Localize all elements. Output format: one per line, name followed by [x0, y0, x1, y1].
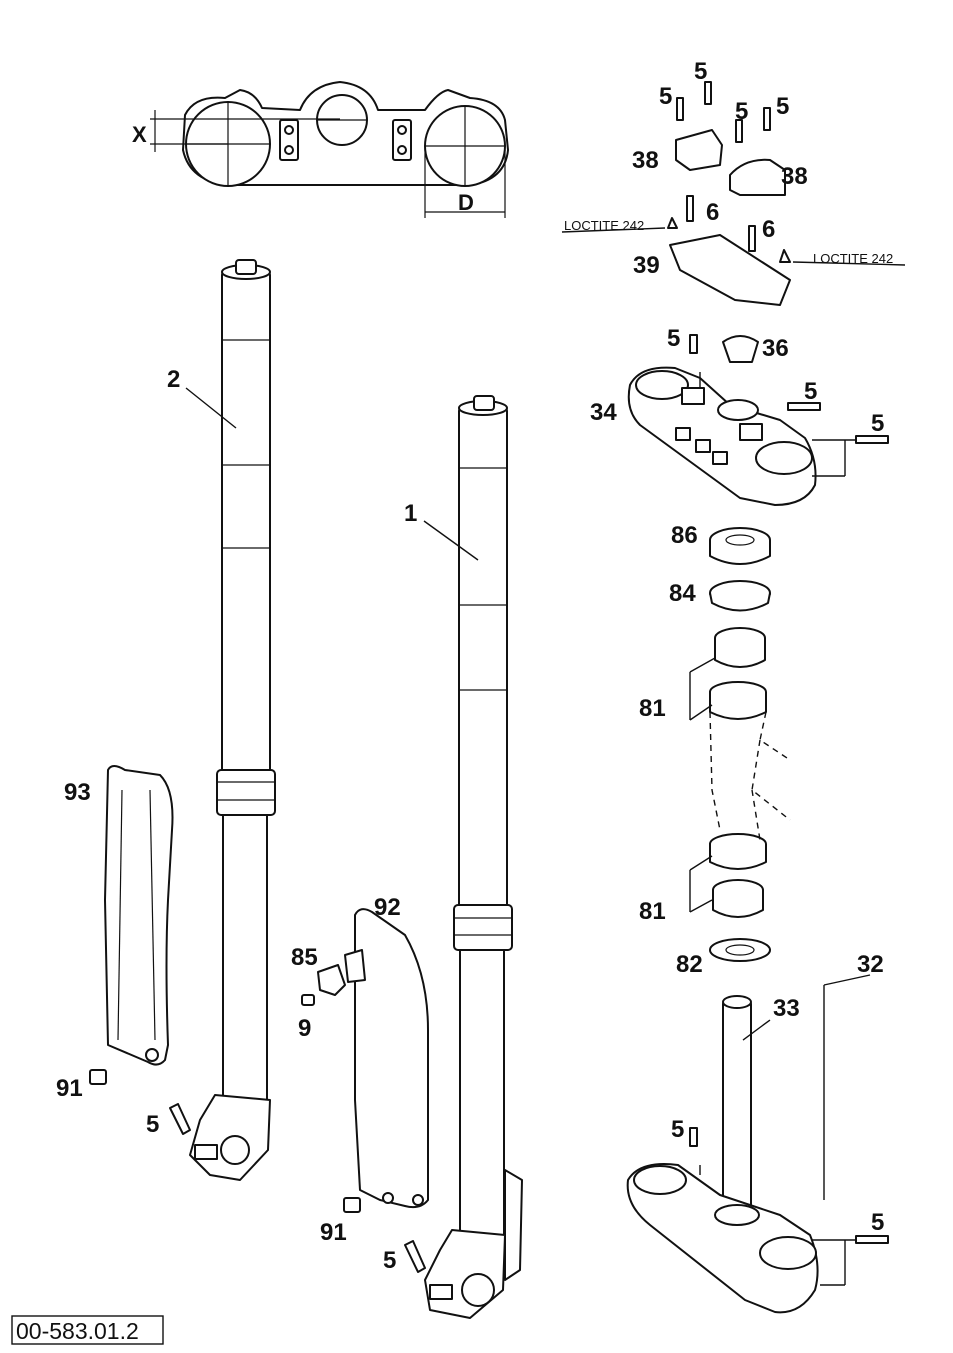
callout-91: 91	[56, 1075, 83, 1102]
callout-5: 5	[659, 83, 672, 110]
callout-5: 5	[667, 325, 680, 352]
callout-5: 5	[871, 1209, 884, 1236]
callout-5: 5	[871, 410, 884, 437]
reference-number-box: 00-583.01.2	[11, 1315, 164, 1345]
callout-2: 2	[167, 366, 180, 393]
callout-82: 82	[676, 951, 703, 978]
callout-6: 6	[762, 216, 775, 243]
callout-85: 85	[291, 944, 318, 971]
callout-84: 84	[669, 580, 696, 607]
callout-38: 38	[632, 147, 659, 174]
dimension-d-label: D	[458, 190, 474, 215]
callout-91: 91	[320, 1219, 347, 1246]
callout-93: 93	[64, 779, 91, 806]
leader-lines	[185, 372, 871, 1286]
fork-leg-right	[424, 395, 523, 1319]
callout-labels: 5 5 5 5 38 38 6 6 39 5 36 5 34 5 86 84 8…	[56, 58, 884, 1274]
bearings-and-seals	[709, 527, 791, 962]
reference-number: 00-583.01.2	[16, 1318, 139, 1344]
callout-5: 5	[694, 58, 707, 85]
small-screws	[89, 994, 426, 1273]
fork-guard-93	[104, 765, 174, 1066]
brake-line-clamp-85	[317, 964, 346, 996]
steering-stem-lower-triple-clamp	[626, 995, 889, 1314]
loctite-note-left: LOCTITE 242	[564, 218, 644, 233]
upper-triple-clamp-34	[627, 334, 889, 506]
callout-5: 5	[804, 378, 817, 405]
loctite-right-leader	[792, 261, 906, 266]
callout-38: 38	[781, 163, 808, 190]
triple-clamp-dimension-drawing	[150, 81, 509, 218]
loctite-left-leader	[561, 227, 666, 233]
loctite-note-right: LOCTITE 242	[813, 251, 893, 266]
callout-1: 1	[404, 500, 417, 527]
fork-leg-left	[189, 259, 276, 1181]
callout-32: 32	[857, 951, 884, 978]
callout-5: 5	[383, 1247, 396, 1274]
callout-5: 5	[146, 1111, 159, 1138]
callout-5: 5	[735, 98, 748, 125]
handlebar-clamps	[667, 81, 791, 306]
callout-5: 5	[776, 93, 789, 120]
callout-81: 81	[639, 898, 666, 925]
callout-36: 36	[762, 335, 789, 362]
fork-guard-92	[344, 908, 429, 1209]
callout-39: 39	[633, 252, 660, 279]
dimension-x-label: X	[132, 122, 147, 147]
callout-86: 86	[671, 522, 698, 549]
callout-5: 5	[671, 1116, 684, 1143]
callout-34: 34	[590, 399, 617, 426]
callout-33: 33	[773, 995, 800, 1022]
callout-9: 9	[298, 1015, 311, 1042]
callout-6: 6	[706, 199, 719, 226]
callout-92: 92	[374, 894, 401, 921]
callout-81: 81	[639, 695, 666, 722]
